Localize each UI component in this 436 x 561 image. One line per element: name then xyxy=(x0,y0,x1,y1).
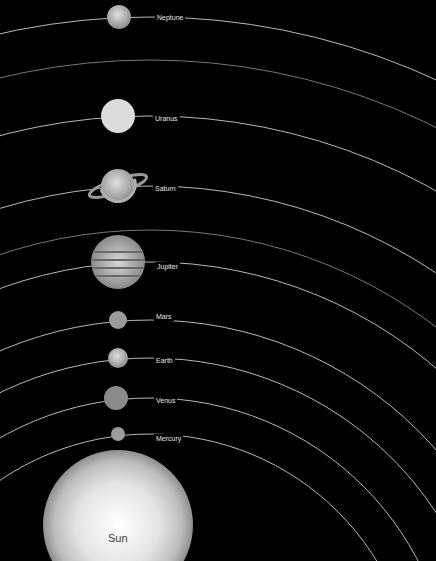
sun-shape xyxy=(43,450,193,561)
planet-label: Mercury xyxy=(154,434,183,443)
planet-label: Jupiter xyxy=(155,262,180,271)
sun-label: Sun xyxy=(108,532,128,544)
orbit-lines xyxy=(0,17,436,561)
planets xyxy=(87,5,148,441)
planet-label: Neptune xyxy=(155,13,185,22)
planet-label: Mars xyxy=(154,312,174,321)
planet-label: Saturn xyxy=(153,184,178,193)
planet-label: Uranus xyxy=(153,114,180,123)
planet-label: Earth xyxy=(154,356,175,365)
sun-disc: Sun xyxy=(43,450,193,561)
planet-label: Venus xyxy=(154,396,177,405)
